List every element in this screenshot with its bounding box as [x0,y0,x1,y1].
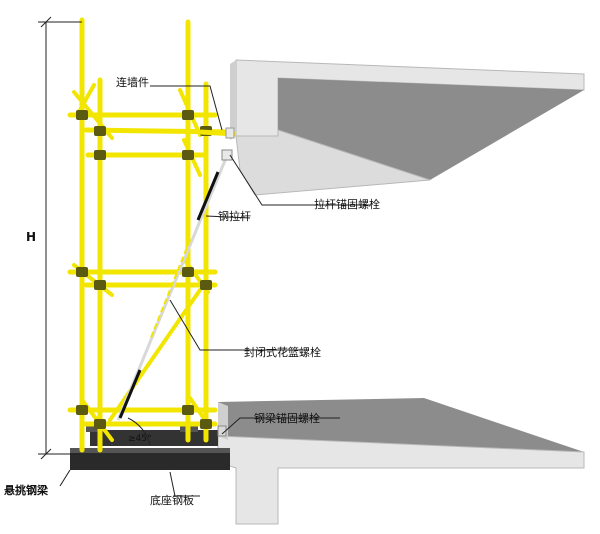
label-wall-tie: 连墙件 [116,76,149,89]
scaffold-vertical-tubes [79,17,209,453]
scaffold-couplers [76,110,212,429]
leader-lines [59,85,370,497]
label-angle: ≥45° [128,434,152,444]
label-steel-tie-rod: 钢拉杆 [218,210,251,223]
label-closed-turnbuckle-bolt: 封闭式花篮螺栓 [244,346,321,359]
label-height: H [26,230,37,244]
steel-tie-rod [116,157,228,421]
height-dimension [38,16,82,460]
label-beam-anchor-bolt: 钢梁锚固螺栓 [254,412,320,425]
angle-arc [127,417,151,446]
wall-tie [199,127,237,139]
upper-floor-slab [230,59,585,196]
label-tie-rod-anchor-bolt: 拉杆锚固螺栓 [314,198,380,211]
label-base-steel-plate: 底座钢板 [150,494,194,507]
label-cantilever-steel-beam: 悬挑钢梁 [4,484,48,497]
tie-rod-anchor-bolt [221,149,233,161]
